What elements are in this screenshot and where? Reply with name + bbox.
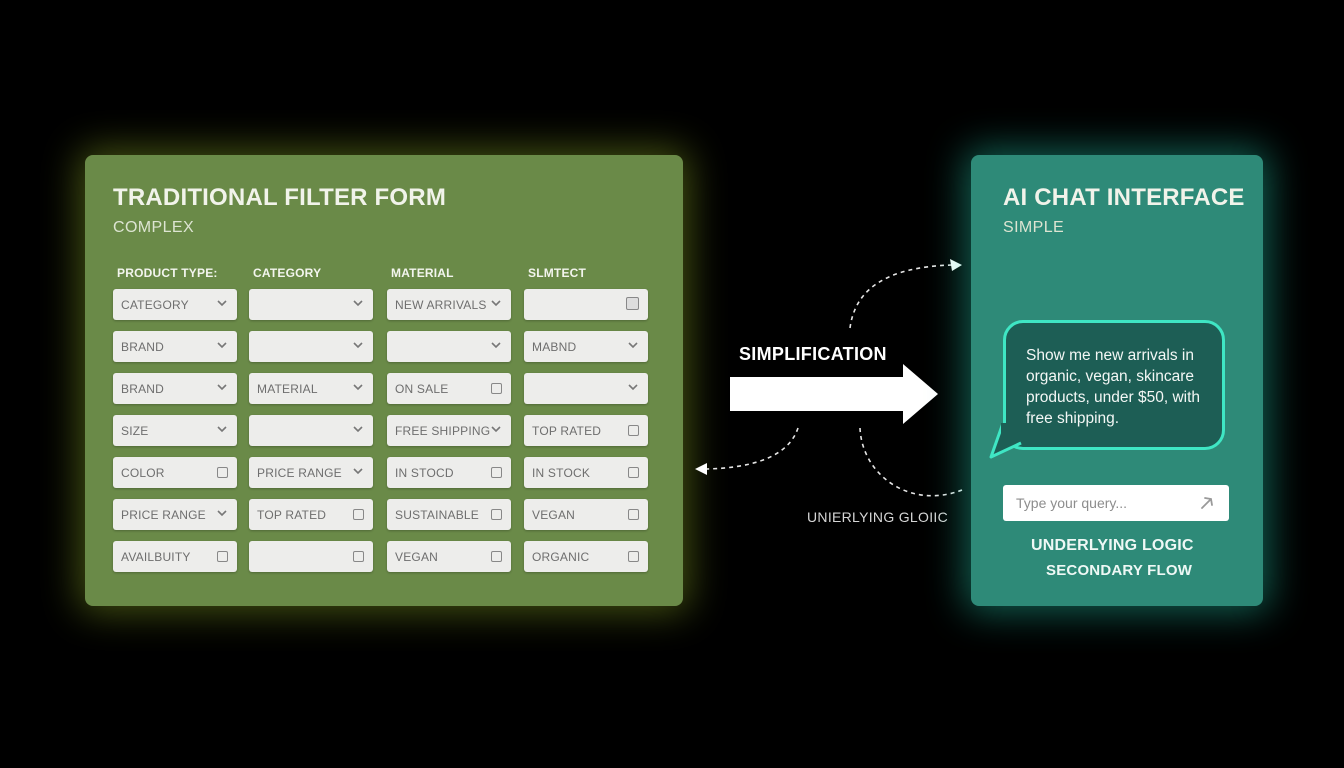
chevron-down-icon — [628, 342, 638, 349]
filter-checkbox-field[interactable]: VEGAN — [524, 499, 648, 530]
filter-checkbox-field[interactable]: IN STOCD — [387, 457, 511, 488]
chevron-down-icon — [217, 300, 227, 307]
column-header: MATE⁠RIAL — [391, 266, 454, 280]
filter-checkbox-field[interactable]: ON SALE — [387, 373, 511, 404]
checkbox-icon[interactable] — [491, 509, 502, 520]
chevron-down-icon — [491, 342, 501, 349]
filter-label: VEGAN — [395, 550, 439, 564]
chat-bubble-tail — [989, 423, 1023, 459]
checkbox-icon[interactable] — [491, 551, 502, 562]
chevron-down-icon — [217, 384, 227, 391]
simplification-label: SIMPLIFICATION — [739, 344, 887, 364]
chevron-down-icon — [353, 342, 363, 349]
filter-checkbox-field[interactable]: TOP RATED — [524, 415, 648, 446]
left-panel-title: TRADITIONAL FILTER FORM — [113, 184, 447, 211]
send-icon[interactable] — [1199, 495, 1215, 511]
filter-dropdown[interactable]: BRAND — [113, 373, 237, 404]
filter-label: TOP RATED — [257, 508, 327, 522]
filter-dropdown[interactable]: CATEGORY — [113, 289, 237, 320]
chevron-down-icon — [353, 468, 363, 475]
filter-dropdown[interactable] — [249, 289, 373, 320]
chevron-down-icon — [217, 510, 227, 517]
query-input[interactable] — [1003, 485, 1229, 521]
simplification-arrow — [730, 364, 938, 424]
chevron-down-icon — [353, 426, 363, 433]
filter-checkbox-field[interactable] — [524, 289, 648, 320]
checkbox-icon[interactable] — [353, 551, 364, 562]
checkbox-icon[interactable] — [628, 551, 639, 562]
filter-label: NEW ARRIVALS — [395, 298, 487, 312]
checkbox-icon[interactable] — [217, 467, 228, 478]
checkbox-icon[interactable] — [626, 297, 639, 310]
filter-label: BRAND — [121, 382, 165, 396]
column-header: SLMTECT — [528, 266, 587, 280]
filter-label: MABND — [532, 340, 577, 354]
right-panel-title: AI CHAT INTERFACE — [1003, 184, 1245, 211]
chat-bubble: Show me new arrivals in organic, vegan, … — [1003, 320, 1225, 450]
filter-checkbox-field[interactable]: COLOR — [113, 457, 237, 488]
filter-dropdown[interactable] — [249, 415, 373, 446]
chevron-down-icon — [217, 342, 227, 349]
filter-checkbox-field[interactable]: SUSTAINABLE — [387, 499, 511, 530]
filter-dropdown[interactable] — [387, 331, 511, 362]
chevron-down-icon — [491, 300, 501, 307]
filter-label: SUSTAINABLE — [395, 508, 480, 522]
checkbox-icon[interactable] — [628, 425, 639, 436]
traditional-filter-panel: TRADITIONAL FILTER FORM COMPLEX PRODUCT … — [85, 155, 683, 606]
checkbox-icon[interactable] — [491, 467, 502, 478]
filter-label: ON SALE — [395, 382, 449, 396]
filter-label: COLOR — [121, 466, 165, 480]
right-panel-subtitle: SIMPLE — [1003, 219, 1065, 236]
filter-dropdown[interactable]: NEW ARRIVALS — [387, 289, 511, 320]
ai-chat-panel: AI CHAT INTERFACE SIMPLE Show me new arr… — [971, 155, 1263, 606]
filter-dropdown[interactable]: PRICE RANGE — [113, 499, 237, 530]
chevron-down-icon — [353, 384, 363, 391]
checkbox-icon[interactable] — [491, 383, 502, 394]
filter-label: MATERIAL — [257, 382, 318, 396]
filter-checkbox-field[interactable]: AVAILBUITY — [113, 541, 237, 572]
filter-label: AVAILBUITY — [121, 550, 191, 564]
filter-checkbox-field[interactable]: ORGANIC — [524, 541, 648, 572]
checkbox-icon[interactable] — [353, 509, 364, 520]
filter-label: FREE SHIPPING — [395, 424, 491, 438]
filter-label: BRAND — [121, 340, 165, 354]
left-panel-subtitle: COMPLEX — [113, 219, 195, 236]
filter-checkbox-field[interactable]: VEGAN — [387, 541, 511, 572]
column-header: PRODUCT TYPE: — [117, 266, 218, 280]
filter-label: IN STOCD — [395, 466, 454, 480]
checkbox-icon[interactable] — [217, 551, 228, 562]
filter-dropdown[interactable]: SIZE — [113, 415, 237, 446]
filter-label: CATEGORY — [121, 298, 189, 312]
filter-dropdown[interactable]: PRICE RANGE — [249, 457, 373, 488]
filter-dropdown[interactable]: MABND — [524, 331, 648, 362]
filter-dropdown[interactable]: MATERIAL — [249, 373, 373, 404]
filter-label: TOP RATED — [532, 424, 602, 438]
chevron-down-icon — [491, 426, 501, 433]
filter-dropdown[interactable] — [249, 331, 373, 362]
filter-label: SIZE — [121, 424, 149, 438]
checkbox-icon[interactable] — [628, 509, 639, 520]
filter-label: PRICE RANGE — [121, 508, 206, 522]
chat-message: Show me new arrivals in organic, vegan, … — [1026, 347, 1201, 427]
filter-label: PRICE RANGE — [257, 466, 342, 480]
underlying-logic-caption: UNIERLYING GLOIIC — [807, 509, 948, 525]
filter-checkbox-field[interactable]: TOP RATED — [249, 499, 373, 530]
filter-dropdown[interactable]: FREE SHIPPING — [387, 415, 511, 446]
filter-label: VEGAN — [532, 508, 576, 522]
filter-checkbox-field[interactable] — [249, 541, 373, 572]
filter-dropdown[interactable]: BRAND — [113, 331, 237, 362]
secondary-flow-label: SECONDARY FLOW — [1046, 562, 1193, 579]
checkbox-icon[interactable] — [628, 467, 639, 478]
filter-label: ORGANIC — [532, 550, 590, 564]
column-header: CATEGORY — [253, 266, 322, 280]
underlying-logic-label: UNDERLYING LOGIC — [1031, 537, 1194, 554]
chevron-down-icon — [353, 300, 363, 307]
connector-arrows — [695, 259, 963, 497]
filter-checkbox-field[interactable]: IN STOCK — [524, 457, 648, 488]
filter-label: IN STOCK — [532, 466, 591, 480]
chevron-down-icon — [628, 384, 638, 391]
chevron-down-icon — [217, 426, 227, 433]
filter-dropdown[interactable] — [524, 373, 648, 404]
